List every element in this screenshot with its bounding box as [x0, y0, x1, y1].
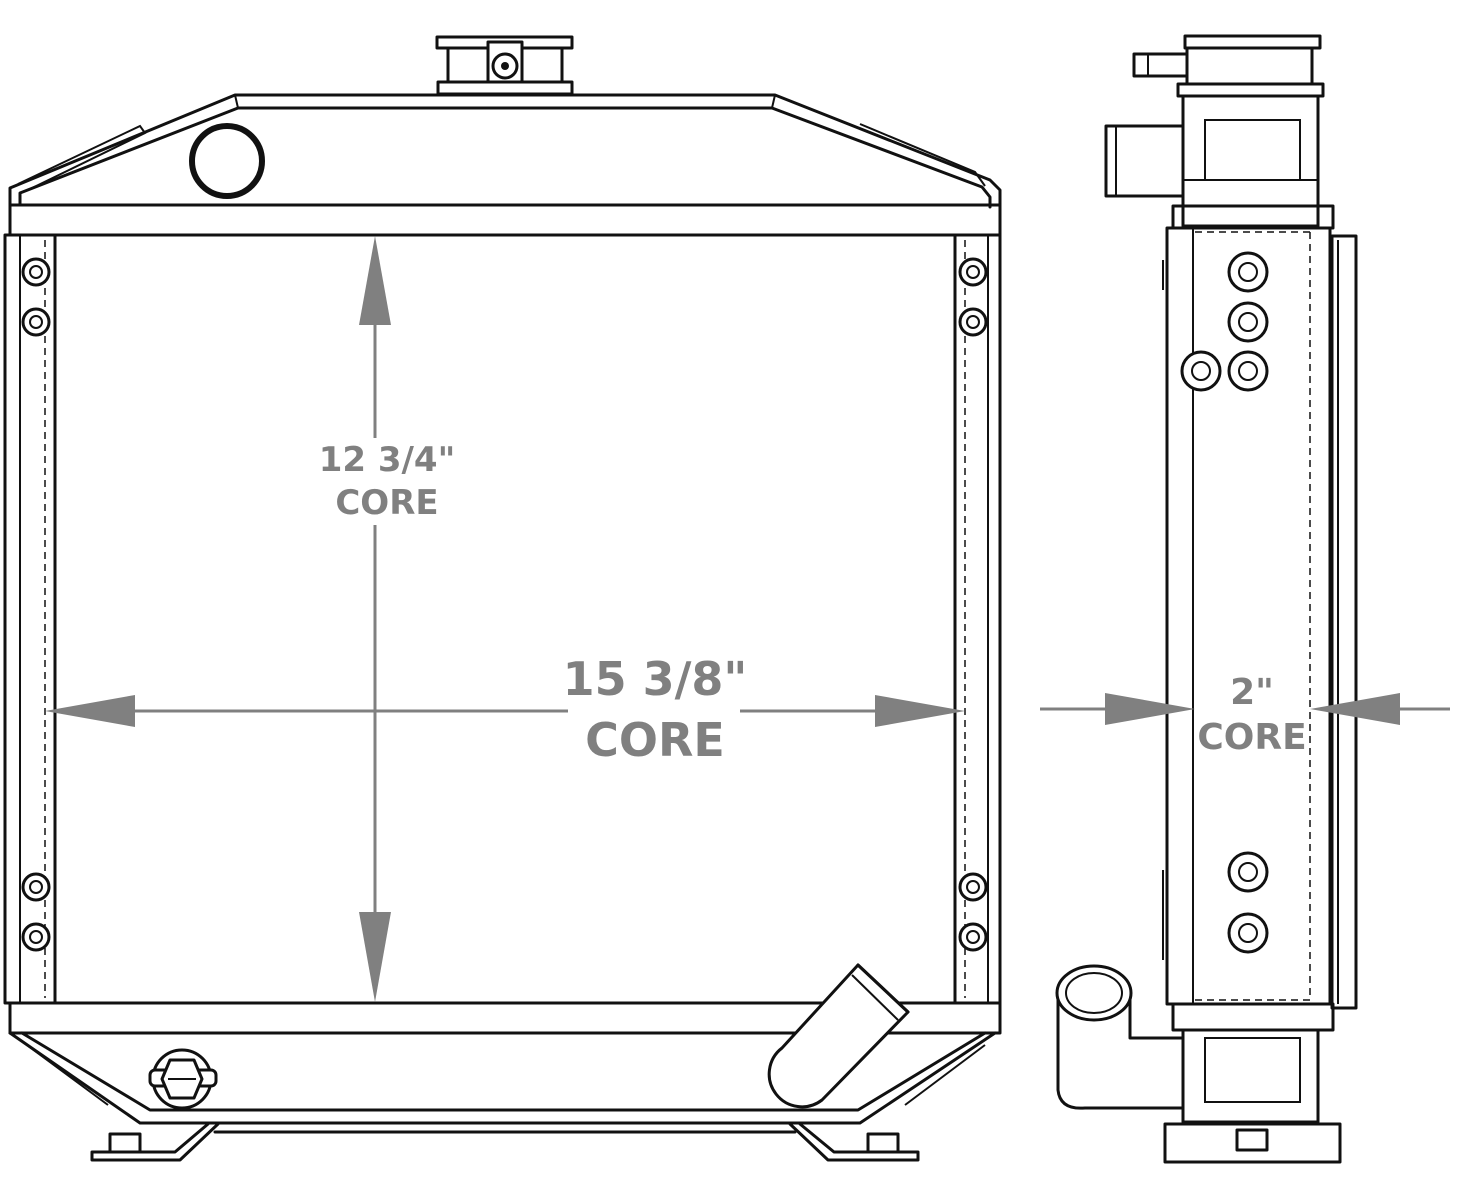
mounting-feet: [90, 1122, 920, 1162]
arrowhead: [359, 236, 391, 325]
height-dimension: 12 3/4" CORE: [319, 236, 456, 1002]
arrowhead: [45, 695, 135, 727]
arrowhead: [359, 912, 391, 1002]
right-side-rail: [953, 233, 1002, 1005]
width-value: 15 3/8": [563, 652, 748, 706]
drain-plug: [148, 1048, 218, 1110]
side-outlet-pipe: [1055, 964, 1185, 1110]
outlet-pipe: [767, 963, 910, 1109]
filler-neck: [435, 35, 574, 96]
mounting-bolt: [958, 257, 988, 952]
depth-label: CORE: [1197, 717, 1306, 758]
depth-dimension: 2" CORE: [1040, 672, 1450, 758]
depth-value: 2": [1230, 672, 1274, 713]
side-top-header: [1132, 34, 1335, 230]
left-side-rail: [3, 233, 57, 1005]
front-view: [3, 35, 1002, 1162]
arrowhead: [1310, 693, 1400, 725]
arrowhead: [1105, 693, 1195, 725]
width-dimension: 15 3/8" CORE: [45, 652, 965, 767]
side-view: [1055, 34, 1358, 1164]
width-label: CORE: [585, 713, 725, 767]
height-value: 12 3/4": [319, 440, 456, 480]
arrowhead: [875, 695, 965, 727]
mounting-bolt: [1180, 251, 1269, 954]
side-bottom-header: [1163, 1002, 1342, 1164]
side-bolts: [1180, 251, 1269, 954]
bottom-tank: [8, 1001, 1002, 1125]
top-tank: [8, 93, 1002, 237]
side-core: [1162, 226, 1358, 1010]
inlet-pipe: [1104, 124, 1185, 198]
sight-glass-ring: [189, 123, 265, 199]
mounting-bolt: [21, 257, 51, 952]
height-label: CORE: [335, 483, 438, 523]
core: [53, 233, 957, 1005]
